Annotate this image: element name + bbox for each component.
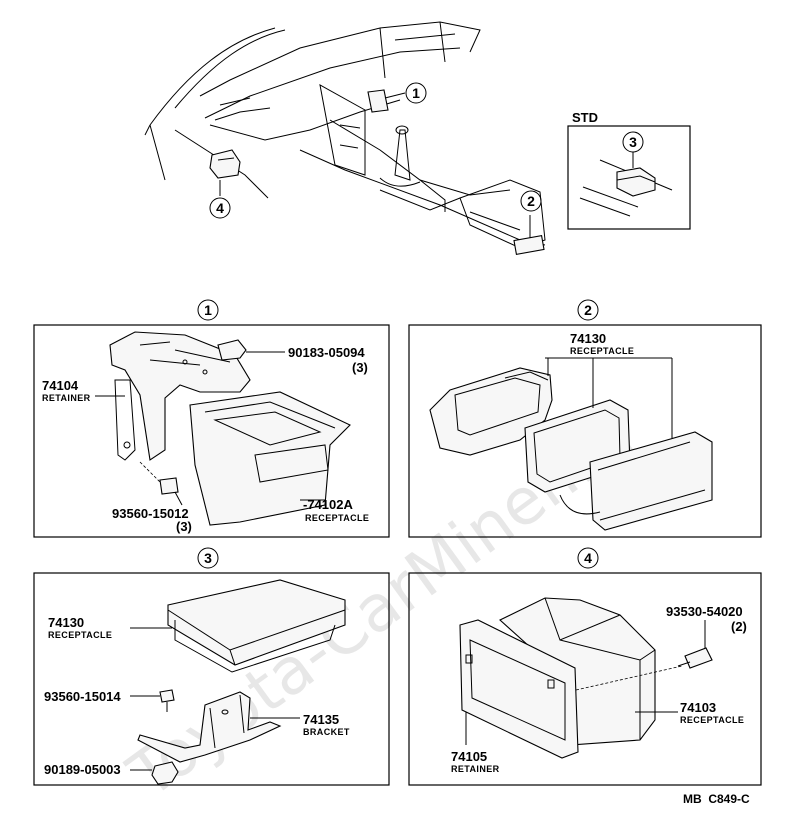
part-74103-number: 74103 xyxy=(680,700,716,715)
panel-4-id: 4 xyxy=(584,550,592,566)
part-74130-p2-name: RECEPTACLE xyxy=(570,346,634,356)
callout-2-overview-label: 2 xyxy=(527,193,535,209)
panel-2: 2 xyxy=(408,299,762,538)
callout-4-overview-label: 4 xyxy=(216,200,224,216)
part-74105-name: RETAINER xyxy=(451,764,500,774)
part-74135-number: 74135 xyxy=(303,712,339,727)
callout-3-std[interactable]: 3 xyxy=(622,131,644,153)
part-74103-name: RECEPTACLE xyxy=(680,715,744,725)
part-90183-05094-number: 90183-05094 xyxy=(288,345,365,360)
panel-1-id: 1 xyxy=(204,302,212,318)
part-74104-number: 74104 xyxy=(42,378,79,393)
part-74104-name: RETAINER xyxy=(42,393,91,403)
panel-3-id: 3 xyxy=(204,550,212,566)
callout-4-overview[interactable]: 4 xyxy=(209,197,231,219)
part-93560-15012-number: 93560-15012 xyxy=(112,506,189,521)
callout-1-overview[interactable]: 1 xyxy=(405,82,427,104)
retainer-74105-shape xyxy=(459,619,579,759)
callout-1-overview-label: 1 xyxy=(412,85,420,101)
part-74102a-name: RECEPTACLE xyxy=(305,513,369,523)
receptacle-74102a-shape xyxy=(189,391,351,526)
panel-3-callout[interactable]: 3 xyxy=(197,547,219,569)
bracket-74135-shape xyxy=(137,691,282,763)
part-74102a-number: -74102A xyxy=(303,497,353,512)
footer-code: MB C849-C xyxy=(683,792,750,806)
dashboard-overview-illustration xyxy=(144,21,546,255)
std-label: STD xyxy=(572,110,598,125)
panel-1: 1 xyxy=(33,299,390,538)
panel-2-id: 2 xyxy=(584,302,592,318)
receptacle-cover-shape xyxy=(589,431,713,531)
part-90183-05094-qty: (3) xyxy=(352,360,368,375)
part-74130-p2-number: 74130 xyxy=(570,331,606,346)
panel-3: 3 xyxy=(33,547,390,786)
callout-2-overview[interactable]: 2 xyxy=(520,190,542,212)
retainer-74104-shape xyxy=(109,331,251,461)
part-74105-number: 74105 xyxy=(451,749,487,764)
panel-1-callout[interactable]: 1 xyxy=(197,299,219,321)
part-74130-p3-name: RECEPTACLE xyxy=(48,630,112,640)
part-93530-54020-qty: (2) xyxy=(731,619,747,634)
std-inset: STD 3 xyxy=(567,110,691,230)
part-74130-p3-number: 74130 xyxy=(48,615,84,630)
part-74135-name: BRACKET xyxy=(303,727,350,737)
part-93560-15014-number: 93560-15014 xyxy=(44,689,121,704)
part-93560-15012-qty: (3) xyxy=(176,519,192,534)
callout-3-std-label: 3 xyxy=(629,134,637,150)
receptacle-74130-shape xyxy=(167,579,346,666)
part-93530-54020-number: 93530-54020 xyxy=(666,604,743,619)
panel-4-callout[interactable]: 4 xyxy=(577,547,599,569)
panel-4: 4 xyxy=(408,547,762,786)
part-90189-05003-number: 90189-05003 xyxy=(44,762,121,777)
panel-2-callout[interactable]: 2 xyxy=(577,299,599,321)
